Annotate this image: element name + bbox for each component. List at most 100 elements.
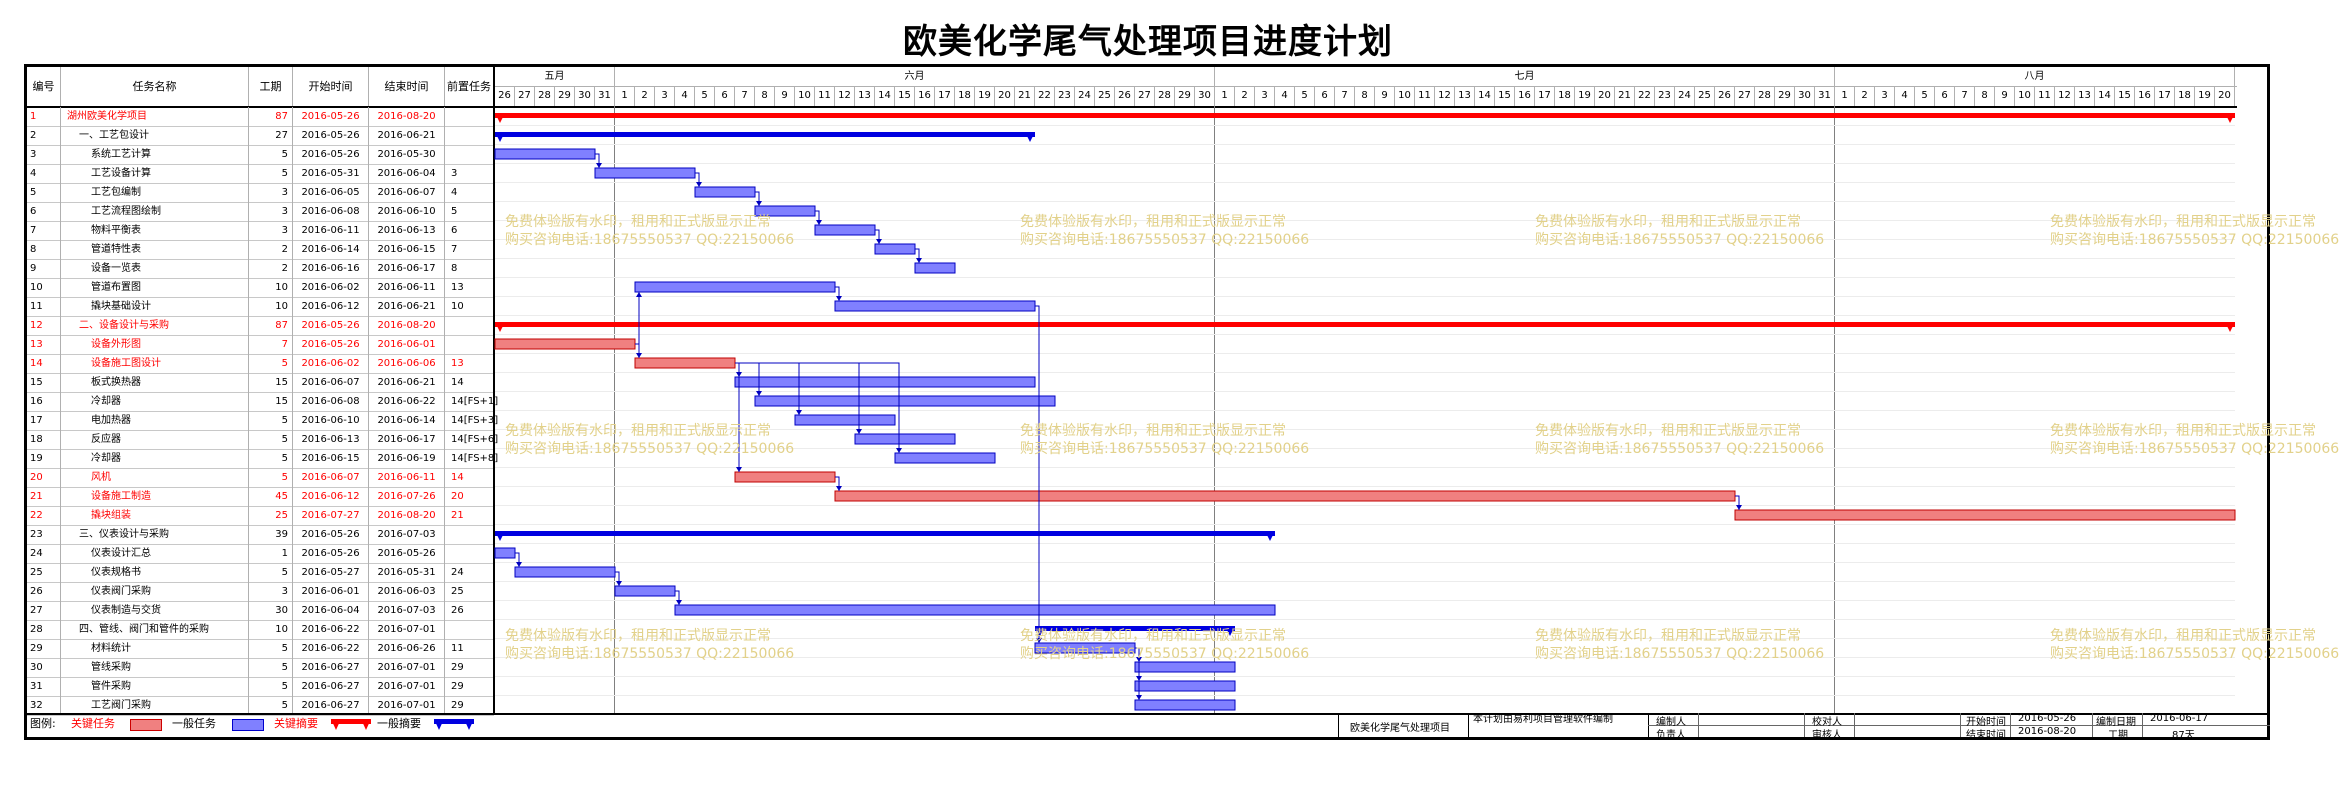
task-end[interactable]: 2016-06-14 bbox=[369, 411, 445, 430]
task-end[interactable]: 2016-08-20 bbox=[369, 107, 445, 126]
task-name[interactable]: 三、仪表设计与采购 bbox=[61, 525, 249, 544]
task-name[interactable]: 设备外形图 bbox=[61, 335, 249, 354]
task-start[interactable]: 2016-05-27 bbox=[293, 563, 369, 582]
task-duration[interactable]: 5 bbox=[249, 639, 293, 658]
table-chart-divider[interactable] bbox=[493, 67, 495, 713]
task-duration[interactable]: 3 bbox=[249, 183, 293, 202]
task-name[interactable]: 工艺阀门采购 bbox=[61, 696, 249, 715]
task-duration[interactable]: 27 bbox=[249, 126, 293, 145]
task-end[interactable]: 2016-06-21 bbox=[369, 373, 445, 392]
task-start[interactable]: 2016-05-26 bbox=[293, 145, 369, 164]
task-start[interactable]: 2016-07-27 bbox=[293, 506, 369, 525]
task-name[interactable]: 设备施工图设计 bbox=[61, 354, 249, 373]
task-start[interactable]: 2016-06-22 bbox=[293, 620, 369, 639]
col-name-header[interactable]: 任务名称 bbox=[61, 67, 249, 106]
task-id[interactable]: 27 bbox=[27, 601, 61, 620]
task-end[interactable]: 2016-06-11 bbox=[369, 468, 445, 487]
task-end[interactable]: 2016-06-22 bbox=[369, 392, 445, 411]
task-id[interactable]: 9 bbox=[27, 259, 61, 278]
task-name[interactable]: 四、管线、阀门和管件的采购 bbox=[61, 620, 249, 639]
task-end[interactable]: 2016-06-17 bbox=[369, 259, 445, 278]
task-duration[interactable]: 7 bbox=[249, 335, 293, 354]
task-end[interactable]: 2016-06-07 bbox=[369, 183, 445, 202]
task-name[interactable]: 工艺包编制 bbox=[61, 183, 249, 202]
task-start[interactable]: 2016-06-04 bbox=[293, 601, 369, 620]
task-end[interactable]: 2016-07-01 bbox=[369, 696, 445, 715]
task-start[interactable]: 2016-06-05 bbox=[293, 183, 369, 202]
task-name[interactable]: 冷却器 bbox=[61, 392, 249, 411]
col-id-header[interactable]: 编号 bbox=[27, 67, 61, 106]
task-id[interactable]: 20 bbox=[27, 468, 61, 487]
task-start[interactable]: 2016-05-26 bbox=[293, 544, 369, 563]
task-start[interactable]: 2016-06-13 bbox=[293, 430, 369, 449]
task-name[interactable]: 工艺设备计算 bbox=[61, 164, 249, 183]
task-duration[interactable]: 5 bbox=[249, 696, 293, 715]
task-id[interactable]: 26 bbox=[27, 582, 61, 601]
task-id[interactable]: 11 bbox=[27, 297, 61, 316]
task-id[interactable]: 1 bbox=[27, 107, 61, 126]
task-start[interactable]: 2016-06-12 bbox=[293, 487, 369, 506]
task-id[interactable]: 22 bbox=[27, 506, 61, 525]
task-id[interactable]: 25 bbox=[27, 563, 61, 582]
task-name[interactable]: 管道布置图 bbox=[61, 278, 249, 297]
task-name[interactable]: 电加热器 bbox=[61, 411, 249, 430]
task-end[interactable]: 2016-06-03 bbox=[369, 582, 445, 601]
task-name[interactable]: 管件采购 bbox=[61, 677, 249, 696]
task-end[interactable]: 2016-06-17 bbox=[369, 430, 445, 449]
task-id[interactable]: 30 bbox=[27, 658, 61, 677]
task-name[interactable]: 物料平衡表 bbox=[61, 221, 249, 240]
task-end[interactable]: 2016-05-26 bbox=[369, 544, 445, 563]
task-id[interactable]: 13 bbox=[27, 335, 61, 354]
task-duration[interactable]: 30 bbox=[249, 601, 293, 620]
task-duration[interactable]: 45 bbox=[249, 487, 293, 506]
task-duration[interactable]: 2 bbox=[249, 259, 293, 278]
task-duration[interactable]: 39 bbox=[249, 525, 293, 544]
task-end[interactable]: 2016-08-20 bbox=[369, 316, 445, 335]
task-end[interactable]: 2016-07-03 bbox=[369, 525, 445, 544]
task-id[interactable]: 2 bbox=[27, 126, 61, 145]
task-end[interactable]: 2016-06-11 bbox=[369, 278, 445, 297]
task-duration[interactable]: 5 bbox=[249, 449, 293, 468]
task-name[interactable]: 撬块基础设计 bbox=[61, 297, 249, 316]
task-start[interactable]: 2016-06-01 bbox=[293, 582, 369, 601]
task-end[interactable]: 2016-06-04 bbox=[369, 164, 445, 183]
task-duration[interactable]: 3 bbox=[249, 202, 293, 221]
task-start[interactable]: 2016-06-07 bbox=[293, 373, 369, 392]
task-start[interactable]: 2016-05-26 bbox=[293, 335, 369, 354]
task-start[interactable]: 2016-05-26 bbox=[293, 107, 369, 126]
task-id[interactable]: 21 bbox=[27, 487, 61, 506]
task-start[interactable]: 2016-06-10 bbox=[293, 411, 369, 430]
task-duration[interactable]: 87 bbox=[249, 316, 293, 335]
task-name[interactable]: 设备一览表 bbox=[61, 259, 249, 278]
task-duration[interactable]: 5 bbox=[249, 563, 293, 582]
task-id[interactable]: 19 bbox=[27, 449, 61, 468]
task-name[interactable]: 冷却器 bbox=[61, 449, 249, 468]
task-start[interactable]: 2016-06-16 bbox=[293, 259, 369, 278]
task-end[interactable]: 2016-06-13 bbox=[369, 221, 445, 240]
task-duration[interactable]: 2 bbox=[249, 240, 293, 259]
task-start[interactable]: 2016-05-26 bbox=[293, 316, 369, 335]
task-id[interactable]: 23 bbox=[27, 525, 61, 544]
task-start[interactable]: 2016-06-02 bbox=[293, 278, 369, 297]
task-id[interactable]: 7 bbox=[27, 221, 61, 240]
task-name[interactable]: 板式换热器 bbox=[61, 373, 249, 392]
task-start[interactable]: 2016-06-08 bbox=[293, 392, 369, 411]
task-name[interactable]: 撬块组装 bbox=[61, 506, 249, 525]
task-start[interactable]: 2016-06-07 bbox=[293, 468, 369, 487]
task-end[interactable]: 2016-06-10 bbox=[369, 202, 445, 221]
task-duration[interactable]: 5 bbox=[249, 411, 293, 430]
task-start[interactable]: 2016-06-14 bbox=[293, 240, 369, 259]
task-id[interactable]: 29 bbox=[27, 639, 61, 658]
col-end-header[interactable]: 结束时间 bbox=[369, 67, 445, 106]
task-duration[interactable]: 87 bbox=[249, 107, 293, 126]
task-end[interactable]: 2016-05-31 bbox=[369, 563, 445, 582]
task-start[interactable]: 2016-06-27 bbox=[293, 658, 369, 677]
task-id[interactable]: 12 bbox=[27, 316, 61, 335]
